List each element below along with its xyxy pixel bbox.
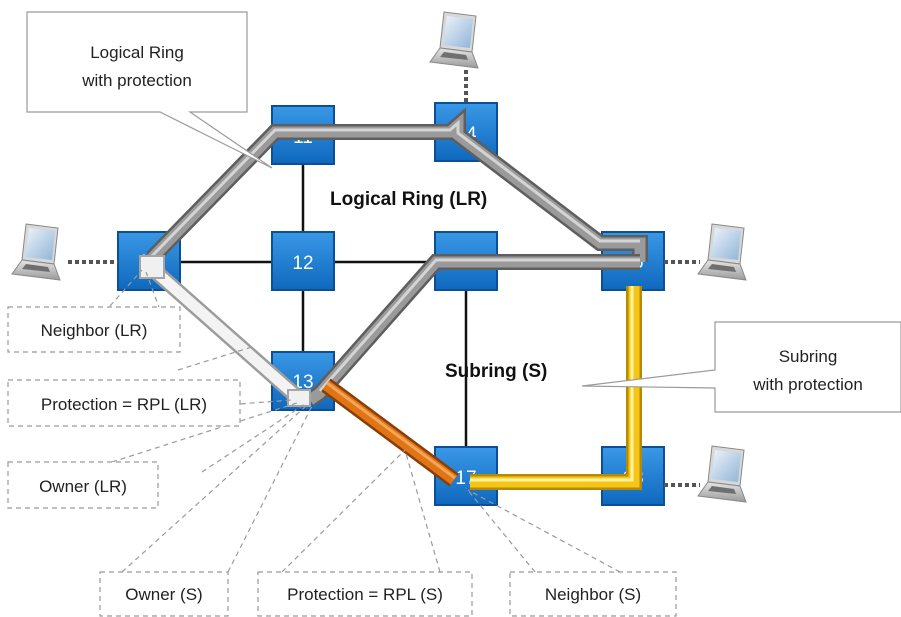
label-neighbor-s-text: Neighbor (S) (545, 585, 641, 604)
laptop-icon-right-lower (697, 445, 747, 503)
subring-title: Subring (S) (445, 361, 547, 382)
callout-logical-ring: Logical Ring with protection (26, 11, 273, 169)
callout-subring-line1: Subring (779, 347, 838, 366)
laptop-icon-left (11, 223, 61, 281)
ring-paths (139, 107, 648, 490)
label-owner-s: Owner (S) (99, 571, 229, 617)
label-protection-lr-text: Protection = RPL (LR) (41, 395, 207, 414)
callout-subring-line2: with protection (752, 375, 863, 394)
logical-ring-title: Logical Ring (LR) (330, 189, 487, 210)
protection-link-lr (139, 255, 311, 407)
node-12-label: 12 (292, 253, 313, 274)
label-protection-s-text: Protection = RPL (S) (287, 585, 443, 604)
label-protection-s: Protection = RPL (S) (257, 571, 473, 617)
label-protection-lr: Protection = RPL (LR) (7, 379, 241, 427)
node-12: 12 (271, 231, 335, 291)
leader-lines (109, 269, 621, 573)
label-owner-s-text: Owner (S) (125, 585, 202, 604)
logical-ring-path-lower (305, 254, 640, 407)
laptop-icon-right-upper (697, 223, 747, 281)
subring-path (470, 286, 642, 490)
protection-link-s (321, 378, 459, 487)
label-owner-lr-text: Owner (LR) (39, 477, 127, 496)
laptop-icon-top (429, 11, 479, 69)
end-devices (11, 11, 747, 503)
logical-ring-path (146, 107, 648, 264)
label-owner-lr: Owner (LR) (7, 461, 159, 509)
label-neighbor-s: Neighbor (S) (509, 571, 677, 617)
label-neighbor-lr-text: Neighbor (LR) (41, 321, 148, 340)
callout-subring: Subring with protection (581, 321, 901, 413)
callout-logical-ring-line1: Logical Ring (90, 43, 184, 62)
label-neighbor-lr: Neighbor (LR) (7, 306, 181, 353)
callout-logical-ring-line2: with protection (81, 71, 192, 90)
